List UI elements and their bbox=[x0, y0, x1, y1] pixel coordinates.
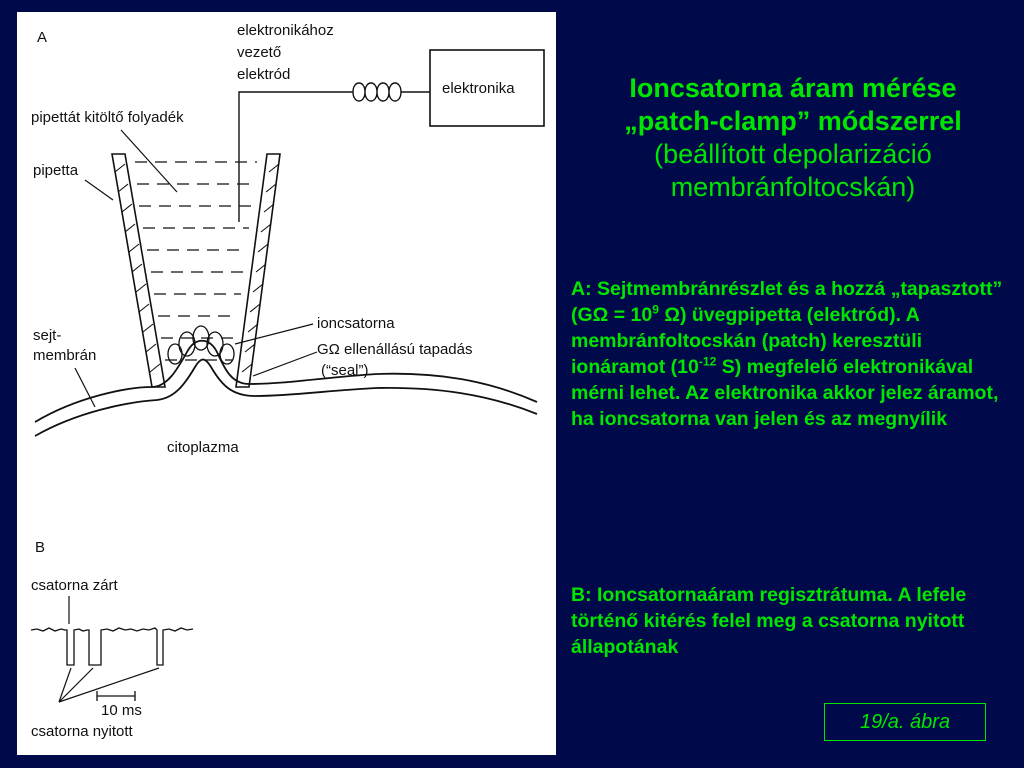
figure-panel: A elektronikához vezető elektród elektro… bbox=[17, 12, 556, 755]
ion-channel bbox=[167, 325, 235, 365]
open-pointers bbox=[58, 667, 160, 703]
desc-a-part2: Ω) üvegpipetta (elektród). A membránfolt… bbox=[571, 304, 923, 378]
electrode-wire bbox=[238, 91, 353, 222]
title-line-4: membránfoltocskán) bbox=[670, 172, 916, 202]
description-a: A: Sejtmembránrészlet és a hozzá „tapasz… bbox=[571, 276, 1011, 432]
description-b: B: Ioncsatornaáram regisztrátuma. A lefe… bbox=[571, 584, 967, 658]
seal-label-1: GΩ ellenállású tapadás bbox=[317, 341, 472, 358]
membrane-label-2: membrán bbox=[33, 347, 96, 364]
desc-a-part3: S) megfelelő elektronikával mérni lehet.… bbox=[571, 356, 999, 430]
panel-b-label: B bbox=[35, 539, 45, 556]
figure-caption: 19/a. ábra bbox=[824, 703, 986, 741]
seal-label-2: (“seal”) bbox=[321, 362, 369, 379]
desc-a-sup2: -12 bbox=[698, 354, 717, 369]
electronics-box bbox=[429, 49, 545, 127]
title-line-2: „patch-clamp” módszerrel bbox=[624, 106, 962, 136]
electronics-label: elektronika bbox=[442, 80, 515, 97]
pipette-fluid bbox=[135, 161, 257, 361]
slide-title: Ioncsatorna áram mérése „patch-clamp” mó… bbox=[562, 72, 1024, 204]
desc-a-sup1: 9 bbox=[652, 302, 659, 317]
electrode-label-3: elektród bbox=[237, 66, 290, 83]
cell-membrane-outer bbox=[34, 339, 538, 423]
scale-label: 10 ms bbox=[101, 702, 142, 719]
pointer-lines bbox=[74, 129, 318, 408]
coil bbox=[352, 82, 402, 102]
pipette-right-wall bbox=[235, 153, 281, 388]
closed-label: csatorna zárt bbox=[31, 577, 119, 594]
channel-label: ioncsatorna bbox=[317, 315, 395, 332]
title-line-1: Ioncsatorna áram mérése bbox=[629, 73, 957, 103]
cell-membrane-inner bbox=[34, 358, 538, 437]
cytoplasm-label: citoplazma bbox=[167, 439, 239, 456]
electrode-label-1: elektronikához bbox=[237, 22, 334, 39]
title-line-3: (beállított depolarizáció bbox=[654, 139, 932, 169]
scale-bar bbox=[96, 691, 136, 701]
current-trace bbox=[30, 627, 194, 666]
membrane-label-1: sejt- bbox=[33, 327, 61, 344]
open-label: csatorna nyitott bbox=[31, 723, 134, 740]
electrode-label-2: vezető bbox=[237, 44, 281, 61]
pipette-fluid-label: pipettát kitöltő folyadék bbox=[31, 109, 184, 126]
pipette-left-wall bbox=[111, 153, 166, 388]
desc-a-part1: A: Sejtmembránrészlet és a hozzá „tapasz… bbox=[571, 278, 1003, 326]
panel-a-label: A bbox=[37, 29, 47, 46]
glass-hatching bbox=[114, 163, 280, 373]
pipette-label: pipetta bbox=[33, 162, 79, 179]
patch-clamp-diagram: A elektronikához vezető elektród elektro… bbox=[30, 22, 545, 740]
